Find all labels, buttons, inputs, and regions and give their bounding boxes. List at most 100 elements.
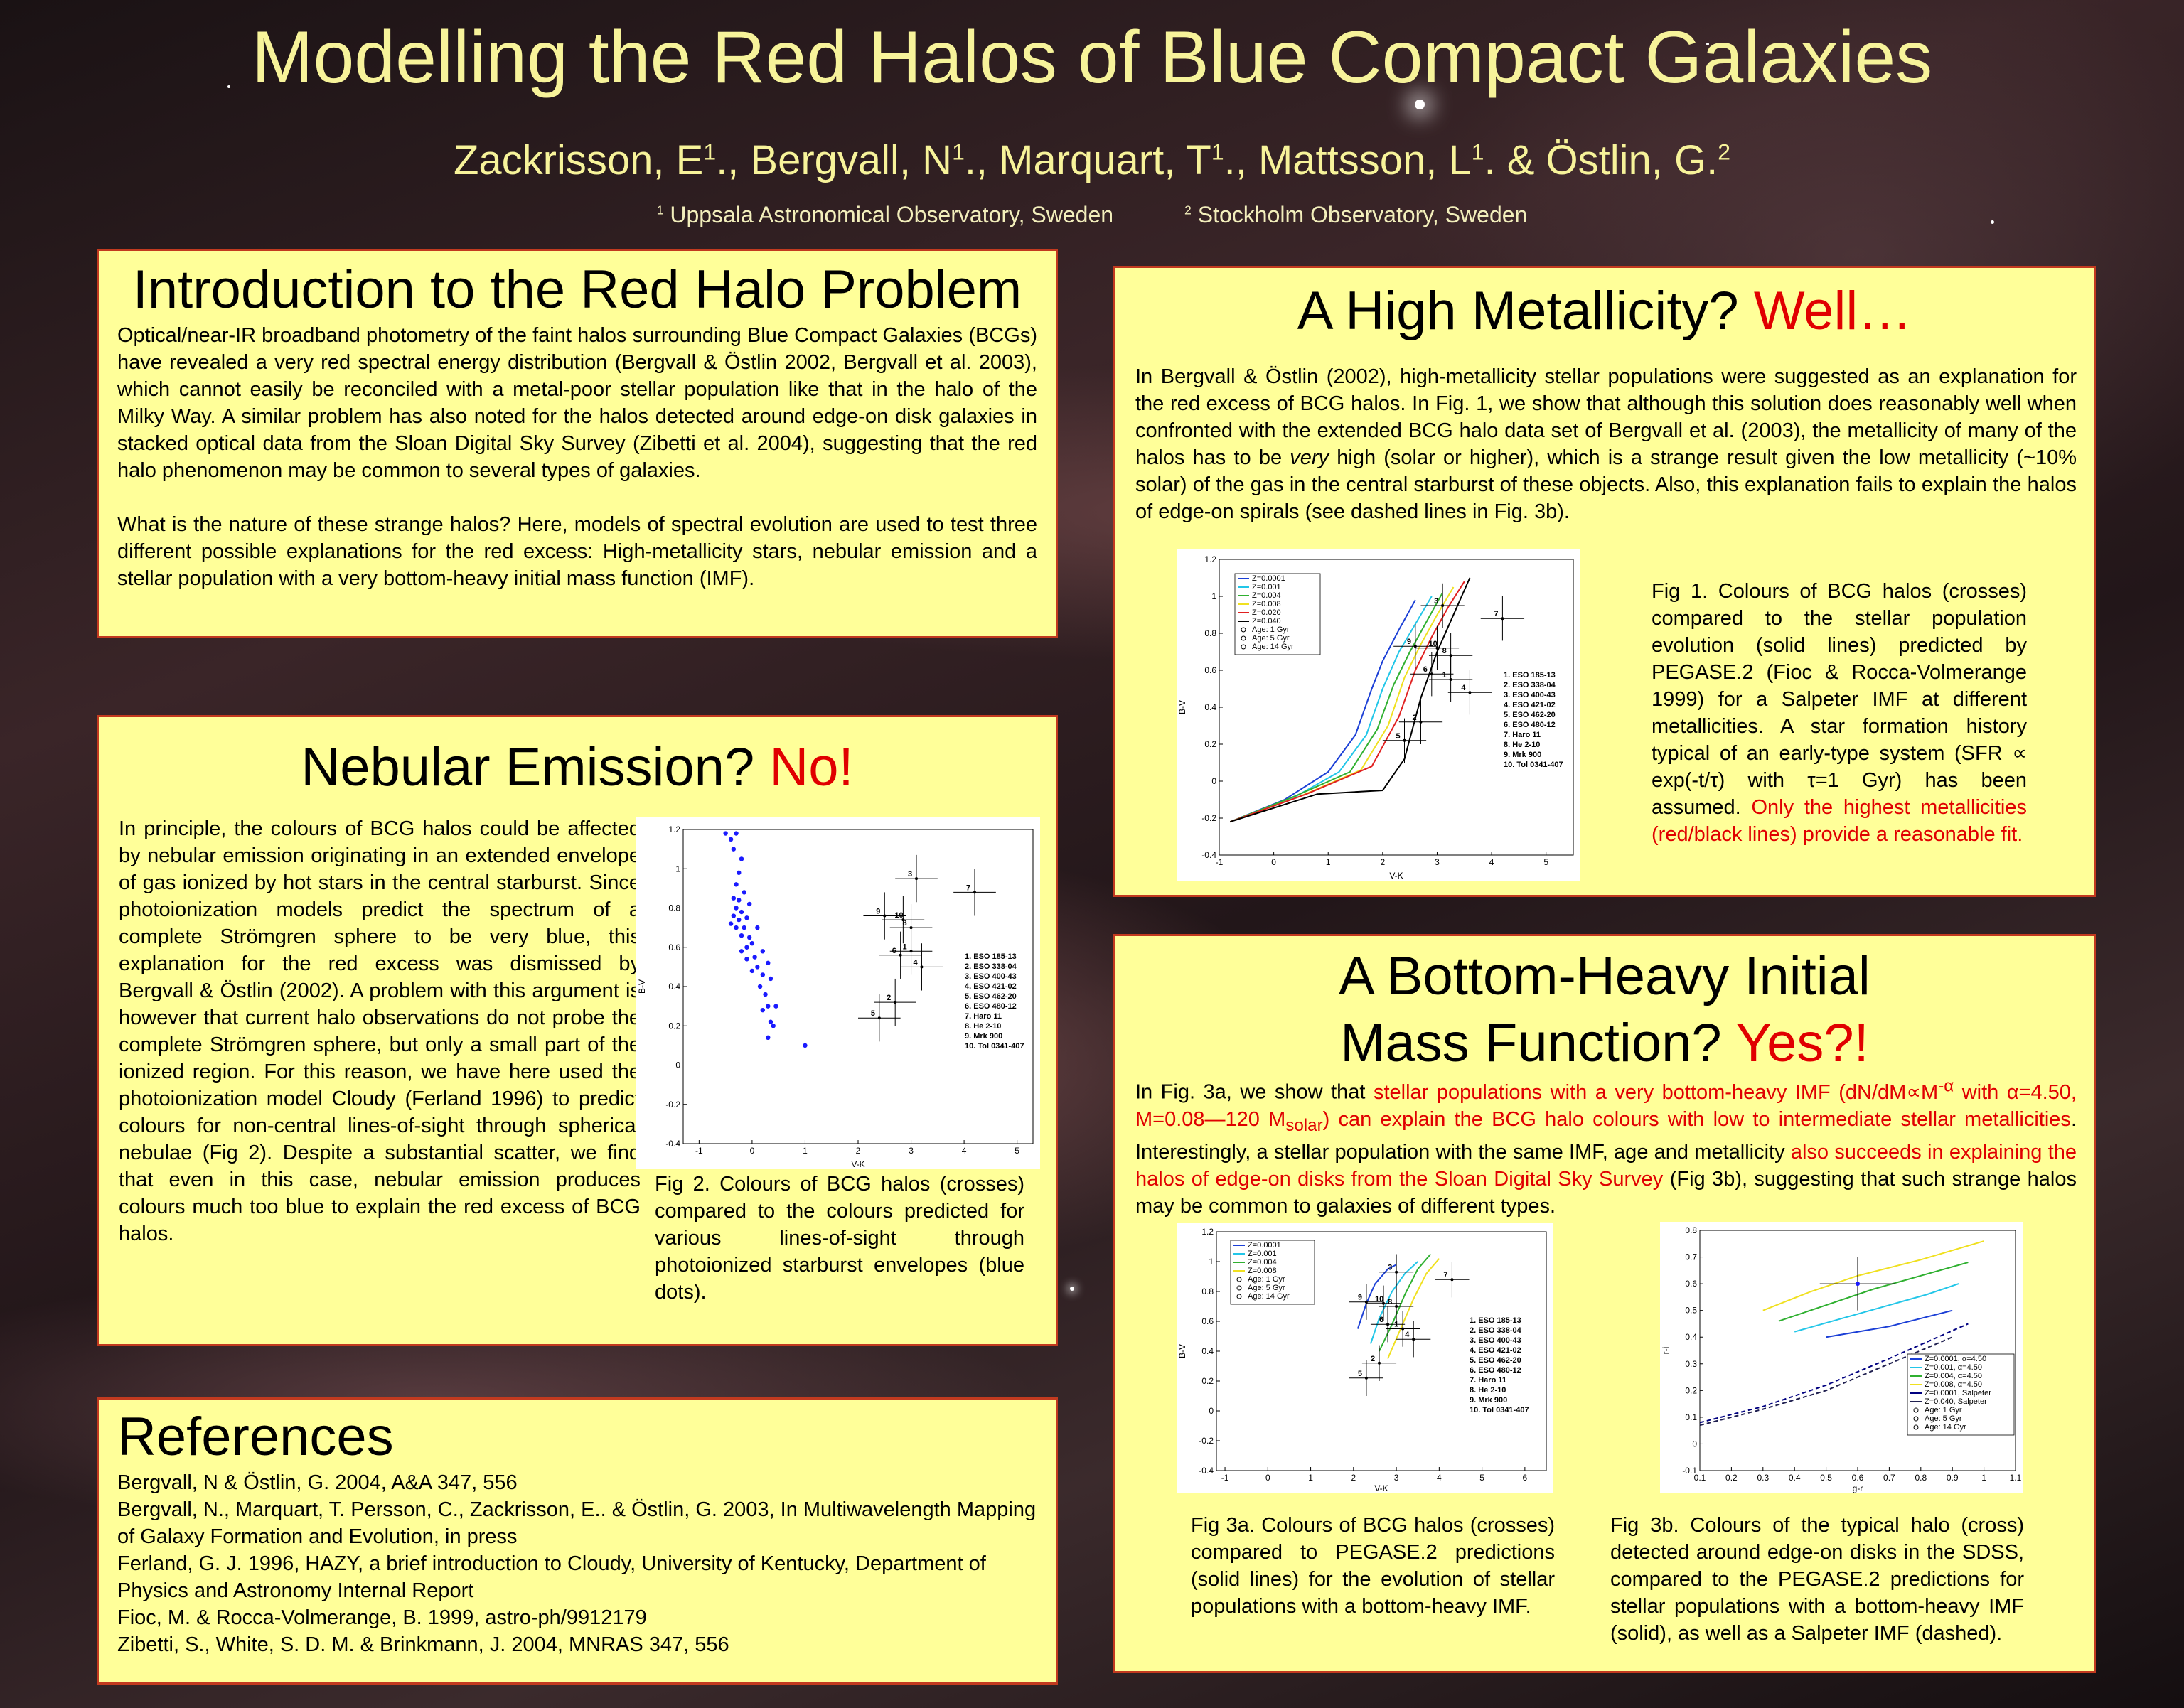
legend-entry: Z=0.004, α=4.50 [1925,1372,1982,1380]
nebular-point [739,933,744,938]
nebular-point [768,976,774,982]
legend-entry: Z=0.0001, α=4.50 [1925,1355,1986,1363]
halo-label: 9 [1407,638,1411,646]
legend-entry: Z=0.040, Salpeter [1925,1397,1987,1406]
halo-label: 5 [1358,1370,1362,1378]
legend-entry: Z=0.008 [1252,600,1281,608]
galaxy-list-entry: 8. He 2-10 [1470,1386,1506,1395]
x-tick-label: 1 [1308,1473,1313,1483]
halo-label: 10 [1428,640,1437,648]
halo-label: 3 [1434,597,1438,606]
nebular-point [739,949,744,954]
nebular-point [731,896,737,901]
galaxy-list-entry: 7. Haro 11 [965,1012,1002,1021]
halo-point [901,918,905,922]
halo-label: 7 [966,883,970,892]
nebular-point [755,965,760,970]
nebular-point [731,913,737,918]
x-axis-label: V-K [1374,1483,1388,1493]
y-tick-label: -0.1 [1682,1466,1697,1476]
galaxy-list-entry: 5. ESO 462-20 [1504,711,1556,719]
halo-point [1441,604,1445,607]
imf-text: In Fig. 3a, we show that stellar populat… [1135,1076,2077,1218]
nebular-point [737,898,742,903]
y-tick-label: -0.2 [1201,813,1216,823]
nebular-point [766,1004,771,1009]
x-tick-label: 3 [1394,1473,1399,1483]
halo-label: 6 [892,947,896,955]
nebular-point [760,972,766,977]
x-tick-label: 0 [1265,1473,1270,1483]
nebular-panel: Nebular Emission? No! In principle, the … [97,715,1058,1346]
y-tick-label: 0 [1209,1406,1214,1416]
legend-entry: Z=0.004 [1248,1258,1277,1267]
halo-label: 1 [903,942,907,951]
y-tick-label: 0.4 [1685,1332,1697,1342]
nebular-point [744,945,749,950]
y-tick-label: 0 [1692,1439,1697,1449]
y-tick-label: 1.2 [1204,554,1216,564]
x-tick-label: 4 [962,1146,967,1156]
halo-point [1382,1301,1386,1305]
galaxy-list-entry: 6. ESO 480-12 [965,1002,1017,1011]
intro-text: Optical/near-IR broadband photometry of … [117,324,1037,590]
y-tick-label: -0.4 [665,1139,680,1149]
series-line [1826,1309,1953,1338]
y-tick-label: 0.6 [1204,665,1216,675]
nebular-point [734,906,739,911]
galaxy-list-entry: 2. ESO 338-04 [1504,681,1556,689]
halo-point [1468,691,1472,694]
legend-entry: Z=0.0001 [1248,1241,1281,1250]
x-tick-label: -1 [1221,1473,1229,1483]
halo-point [1386,1323,1390,1326]
nebular-text: In principle, the colours of BCG halos c… [119,817,641,1245]
legend-entry: Age: 5 Gyr [1252,634,1290,643]
legend-entry: Age: 1 Gyr [1248,1275,1285,1284]
galaxy-list-entry: 8. He 2-10 [965,1022,1001,1031]
x-tick-label: 0.8 [1915,1473,1927,1483]
halo-label: 8 [903,919,907,928]
nebular-point [766,1035,771,1041]
x-tick-label: 1 [803,1146,808,1156]
galaxy-list-entry: 7. Haro 11 [1504,731,1541,739]
y-tick-label: 0.6 [668,942,680,952]
nebular-point [749,941,755,946]
y-axis-label: r-i [1661,1347,1671,1355]
nebular-point [746,935,752,940]
y-tick-label: 0.2 [668,1021,680,1031]
series-line [1387,1258,1440,1359]
reference-item: Fioc, M. & Rocca-Volmerange, B. 1999, as… [117,1606,647,1629]
nebular-point [744,915,749,920]
reference-list: Bergvall, N & Östlin, G. 2004, A&A 347, … [117,1469,1037,1658]
galaxy-list-entry: 1. ESO 185-13 [1470,1316,1521,1325]
halo-point [1403,738,1406,742]
galaxy-list-entry: 3. ESO 400-43 [1470,1336,1521,1345]
galaxy-list-entry: 5. ESO 462-20 [1470,1356,1521,1365]
nebular-point [731,847,737,852]
x-tick-label: 2 [1381,857,1386,867]
legend-entry: Age: 14 Gyr [1252,643,1294,651]
halo-label: 8 [1442,647,1447,655]
galaxy-list-entry: 4. ESO 421-02 [1470,1346,1521,1355]
y-tick-label: 0.4 [1204,702,1216,712]
x-axis-label: V-K [1389,871,1403,881]
nebular-point [774,1004,778,1009]
halo-point [1364,1300,1368,1304]
halo-point [1450,1278,1454,1282]
halo-label: 7 [1443,1271,1447,1279]
references-panel: References Bergvall, N & Östlin, G. 2004… [97,1397,1058,1685]
series-line [1230,577,1471,823]
halo-point [1501,617,1504,621]
legend-entry: Z=0.020 [1252,608,1281,617]
nebular-point [749,968,755,974]
halo-point [1364,1376,1368,1380]
x-axis-label: V-K [851,1159,864,1169]
galaxy-list-entry: 9. Mrk 900 [1470,1396,1507,1404]
intro-title: Introduction to the Red Halo Problem [132,259,1022,320]
y-tick-label: 0.8 [1685,1225,1697,1235]
halo-label: 3 [908,870,912,879]
nebular-point [734,882,739,887]
halo-label: 10 [1375,1295,1383,1304]
